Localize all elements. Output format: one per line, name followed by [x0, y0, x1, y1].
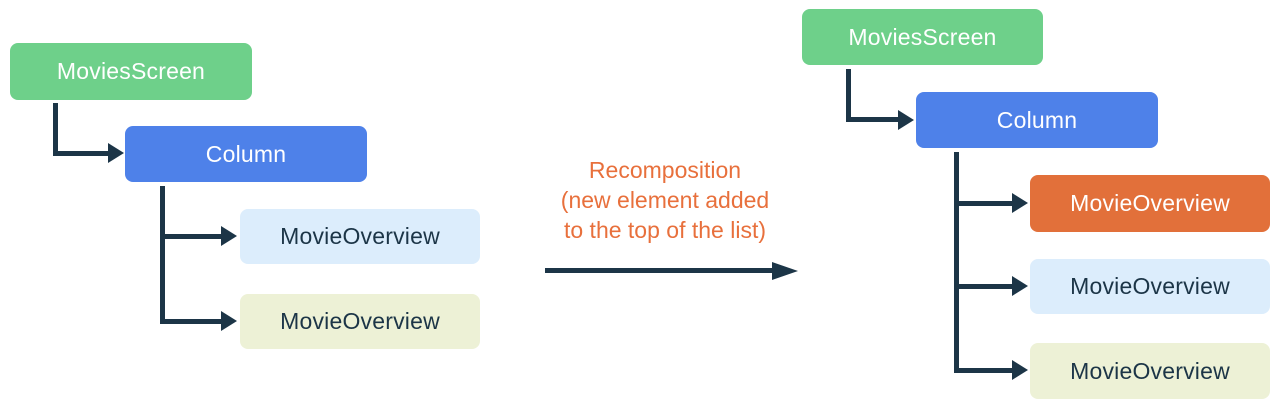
recomposition-label-line1: Recomposition [588, 157, 742, 183]
after-root-connector-vertical [846, 69, 851, 122]
after-movieoverview-node-new: MovieOverview [1030, 175, 1270, 232]
before-branch2-arrowhead-icon [221, 311, 237, 331]
after-root-connector-horizontal [846, 117, 898, 122]
after-column-connector-vertical [954, 152, 959, 373]
after-branch2-horizontal [954, 284, 1012, 289]
before-movieoverview-node-1: MovieOverview [240, 209, 480, 264]
before-branch2-horizontal [160, 319, 221, 324]
after-column-node: Column [916, 92, 1158, 148]
recomposition-label: Recomposition (new element added to the … [505, 155, 825, 245]
before-root-connector-horizontal [53, 151, 108, 156]
after-movieoverview-node-3: MovieOverview [1030, 343, 1270, 399]
recomposition-label-line3: to the top of the list) [563, 217, 766, 243]
after-root-arrowhead-icon [898, 110, 914, 130]
after-branch3-arrowhead-icon [1012, 360, 1028, 380]
after-branch1-horizontal [954, 201, 1012, 206]
before-branch1-arrowhead-icon [221, 226, 237, 246]
before-branch1-horizontal [160, 234, 221, 239]
before-root-connector-vertical [53, 103, 58, 156]
after-branch2-arrowhead-icon [1012, 276, 1028, 296]
before-moviesscreen-node: MoviesScreen [10, 43, 252, 100]
after-movieoverview-node-2: MovieOverview [1030, 259, 1270, 314]
before-column-node: Column [125, 126, 367, 182]
transition-arrowhead-icon [772, 262, 798, 280]
after-branch1-arrowhead-icon [1012, 193, 1028, 213]
before-movieoverview-node-2: MovieOverview [240, 294, 480, 349]
before-column-connector-vertical [160, 186, 165, 324]
recomposition-label-line2: (new element added [560, 187, 770, 213]
transition-arrow-shaft [545, 268, 775, 273]
after-moviesscreen-node: MoviesScreen [802, 9, 1043, 65]
before-root-arrowhead-icon [108, 143, 124, 163]
after-branch3-horizontal [954, 368, 1012, 373]
